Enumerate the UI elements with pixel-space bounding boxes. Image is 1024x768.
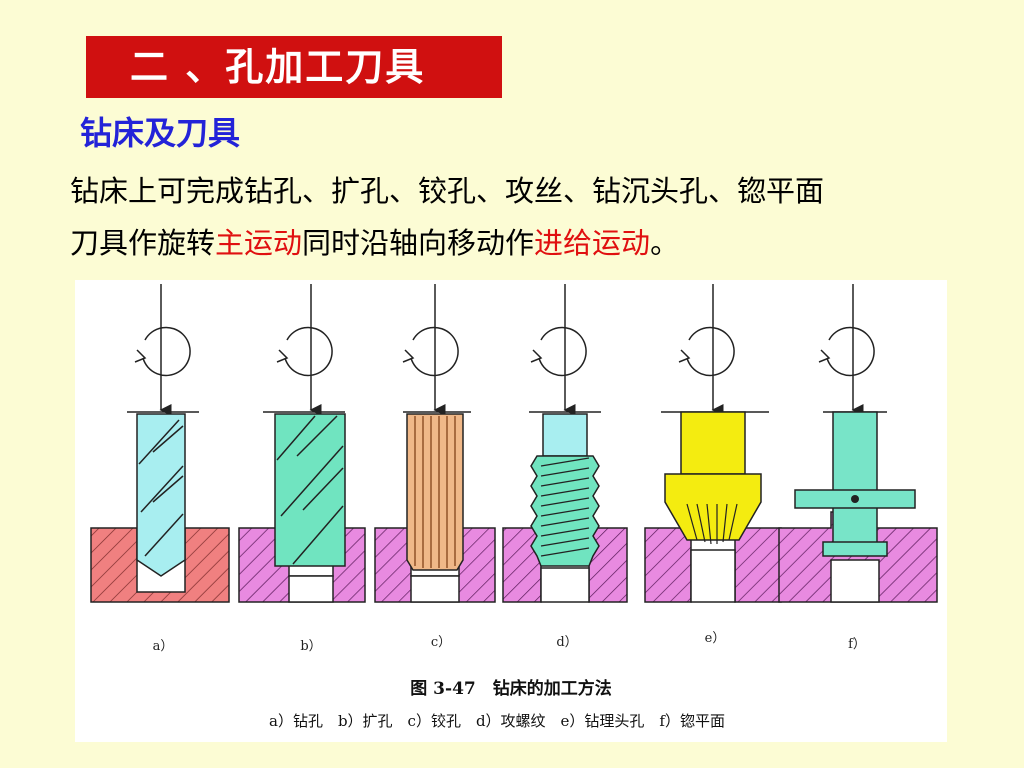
- rotation-arrow-c: [402, 284, 459, 416]
- slide-title: 二 、孔加工刀具: [86, 36, 502, 98]
- drilling-methods-figure: a） b） c） d） e） f） 图 3-47 钻床的加工方法 a）钻孔 b）…: [75, 280, 947, 742]
- body-text: 同时沿轴向移动作: [302, 226, 535, 260]
- figure-caption: 图 3-47 钻床的加工方法: [410, 678, 611, 699]
- panel-label-f: f）: [848, 637, 866, 652]
- panel-d-tapping: [502, 413, 628, 603]
- panel-b-core-drilling: [238, 413, 366, 603]
- rotation-arrows: [134, 284, 875, 416]
- section-subtitle: 钻床及刀具: [80, 114, 241, 152]
- panel-label-b: b）: [300, 639, 321, 654]
- panel-e-counterboring: [644, 411, 782, 603]
- figure-legend: a）钻孔 b）扩孔 c）铰孔 d）攻螺纹 e）钻理头孔 f）锪平面: [269, 712, 725, 730]
- highlight-feed-motion: 进给运动: [534, 226, 651, 260]
- body-text: 刀具作旋转: [70, 226, 216, 260]
- panel-label-a: a）: [153, 639, 174, 654]
- rotation-arrow-d: [530, 284, 587, 416]
- body-line-2: 刀具作旋转主运动同时沿轴向移动作进给运动。: [70, 220, 679, 262]
- highlight-main-motion: 主运动: [215, 226, 303, 260]
- figure-svg: a） b） c） d） e） f） 图 3-47 钻床的加工方法 a）钻孔 b）…: [90, 284, 938, 730]
- rotation-arrow-f: [818, 284, 875, 416]
- rotation-arrow-a: [134, 284, 191, 416]
- panel-label-e: e）: [705, 631, 726, 646]
- rotation-arrow-b: [276, 284, 333, 416]
- body-line-1: 钻床上可完成钻孔、扩孔、铰孔、攻丝、钻沉头孔、锪平面: [70, 174, 825, 208]
- panel-c-reaming: [374, 413, 496, 603]
- body-text: 。: [650, 226, 680, 260]
- panel-label-d: d）: [556, 635, 577, 650]
- panel-a-drilling: [90, 413, 230, 603]
- panel-label-c: c）: [431, 635, 451, 650]
- panel-f-spotfacing: [778, 411, 938, 603]
- rotation-arrow-e: [678, 284, 735, 416]
